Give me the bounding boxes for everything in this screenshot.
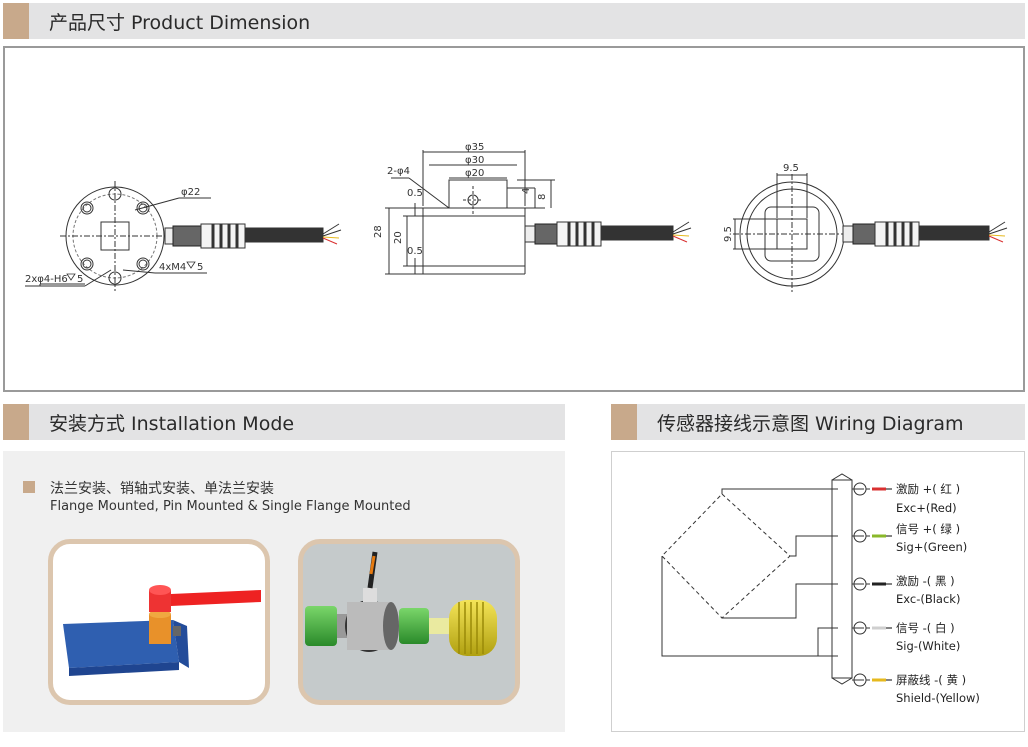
installation-description-cn: 法兰安装、销轴式安装、单法兰安装 bbox=[50, 481, 274, 497]
section-header-dimension: 产品尺寸 Product Dimension bbox=[3, 3, 1025, 39]
header-accent bbox=[3, 404, 29, 440]
dim-rear-height: 9.5 bbox=[723, 226, 734, 242]
side-cable bbox=[524, 221, 692, 247]
dimension-drawing: φ22 2xφ4-H6 5 4xM4 5 φ35 φ30 φ20 2-φ4 28… bbox=[25, 142, 1008, 294]
rear-cable bbox=[842, 221, 1008, 247]
dim-h28: 28 bbox=[373, 225, 384, 238]
wiring-diagram bbox=[661, 473, 892, 687]
wire-label-sig-plus-en: Sig+(Green) bbox=[896, 540, 968, 554]
dim-d35: φ35 bbox=[465, 142, 484, 153]
installation-description-en: Flange Mounted, Pin Mounted & Single Fla… bbox=[50, 499, 411, 514]
installation-panel: 法兰安装、销轴式安装、单法兰安装 Flange Mounted, Pin Mou… bbox=[3, 451, 565, 732]
dim-hole: 2-φ4 bbox=[387, 166, 410, 177]
dim-rear-width: 9.5 bbox=[783, 163, 799, 174]
front-cable bbox=[164, 223, 342, 249]
header-accent bbox=[611, 404, 637, 440]
wire-label-sig-minus-en: Sig-(White) bbox=[896, 639, 961, 653]
wire-label-exc-minus-cn: 激励 -( 黑 ) bbox=[896, 574, 955, 588]
dim-thread-depth: 5 bbox=[197, 262, 203, 273]
installation-photo-flange bbox=[48, 539, 270, 705]
dim-top-offset: 0.5 bbox=[407, 188, 423, 199]
wire-label-exc-plus-en: Exc+(Red) bbox=[896, 501, 957, 515]
wire-label-sig-plus-cn: 信号 +( 绿 ) bbox=[896, 522, 961, 536]
wire-label-shield-en: Shield-(Yellow) bbox=[896, 691, 980, 705]
rear-view bbox=[733, 173, 851, 294]
wire-label-shield-cn: 屏蔽线 -( 黄 ) bbox=[896, 673, 967, 687]
installation-photo-pin bbox=[298, 539, 520, 705]
section-title-installation: 安装方式 Installation Mode bbox=[49, 412, 295, 435]
wire-label-exc-minus-en: Exc-(Black) bbox=[896, 592, 961, 606]
wiring-diagram-panel: 激励 +( 红 ) Exc+(Red) 信号 +( 绿 ) Sig+(Green… bbox=[611, 451, 1025, 732]
section-header-wiring: 传感器接线示意图 Wiring Diagram bbox=[611, 404, 1025, 440]
wire-label-sig-minus-cn: 信号 -( 白 ) bbox=[896, 621, 955, 635]
dim-bolt-circle: φ22 bbox=[181, 187, 200, 198]
side-view bbox=[385, 150, 555, 275]
dimension-drawing-panel: φ22 2xφ4-H6 5 4xM4 5 φ35 φ30 φ20 2-φ4 28… bbox=[3, 46, 1025, 392]
dim-h4: 4 bbox=[521, 188, 532, 194]
header-accent bbox=[3, 3, 29, 39]
section-header-installation: 安装方式 Installation Mode bbox=[3, 404, 565, 440]
section-title-wiring: 传感器接线示意图 Wiring Diagram bbox=[657, 412, 964, 435]
dim-d30: φ30 bbox=[465, 155, 484, 166]
dim-bottom-offset: 0.5 bbox=[407, 246, 423, 257]
wire-label-exc-plus-cn: 激励 +( 红 ) bbox=[896, 482, 961, 496]
dim-threads: 4xM4 bbox=[159, 262, 186, 273]
section-title-dimension: 产品尺寸 Product Dimension bbox=[49, 11, 311, 34]
dim-pin-depth: 5 bbox=[77, 274, 83, 285]
dim-d20: φ20 bbox=[465, 168, 484, 179]
dim-pin-holes: 2xφ4-H6 bbox=[25, 274, 68, 285]
dim-h8: 8 bbox=[537, 194, 548, 200]
dim-h20: 20 bbox=[393, 231, 404, 244]
bullet-square-icon bbox=[23, 481, 35, 493]
front-view bbox=[25, 181, 211, 291]
